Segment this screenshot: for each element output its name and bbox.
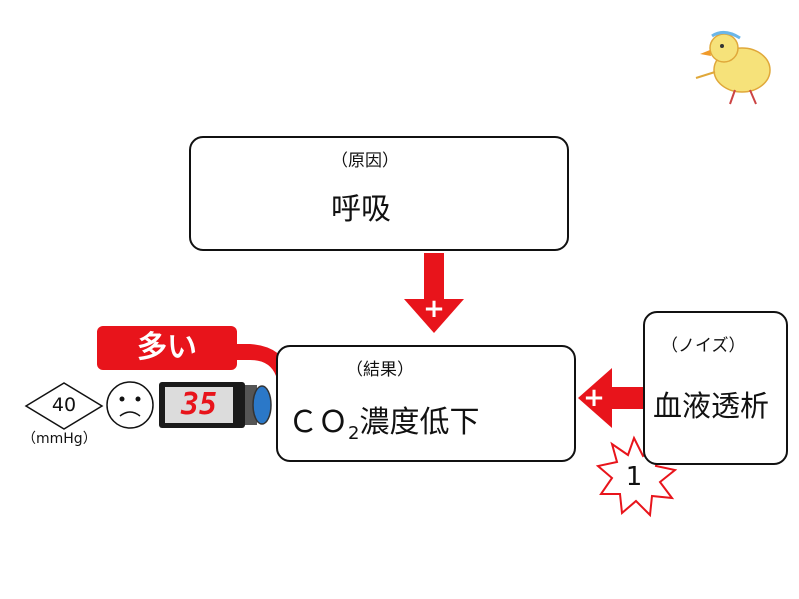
tag-stem [230,344,290,376]
frown-face-icon [106,381,154,429]
result-label-sub: 2 [348,423,360,444]
cause-caption: （原因） [331,151,399,171]
gauge-unit: （mmHg） [22,431,97,447]
sensor-display: 35 [180,387,218,422]
effect-tag: 多い [97,326,237,370]
result-box: （結果） ＣＯ2濃度低下 [276,345,576,462]
capnometer-icon [159,382,272,428]
result-label: ＣＯ2濃度低下 [288,397,479,444]
noise-arrow-sign: + [583,383,605,413]
chick-icon [695,31,771,105]
result-label-prefix: ＣＯ [288,405,348,440]
result-caption: （結果） [346,360,414,380]
noise-label: 血液透析 [653,389,770,423]
cause-arrow [404,253,464,333]
noise-caption: （ノイズ） [661,336,746,356]
gauge-value: 40 [51,394,77,416]
noise-box: （ノイズ） 血液透析 [643,311,788,465]
result-label-suffix: 濃度低下 [359,405,480,440]
noise-arrow [578,368,644,428]
cause-box: （原因） 呼吸 [189,136,569,251]
cause-arrow-sign: + [423,294,445,324]
burst-number: 1 [625,462,643,492]
cause-label: 呼吸 [331,192,391,227]
gauge-diamond [24,382,104,430]
